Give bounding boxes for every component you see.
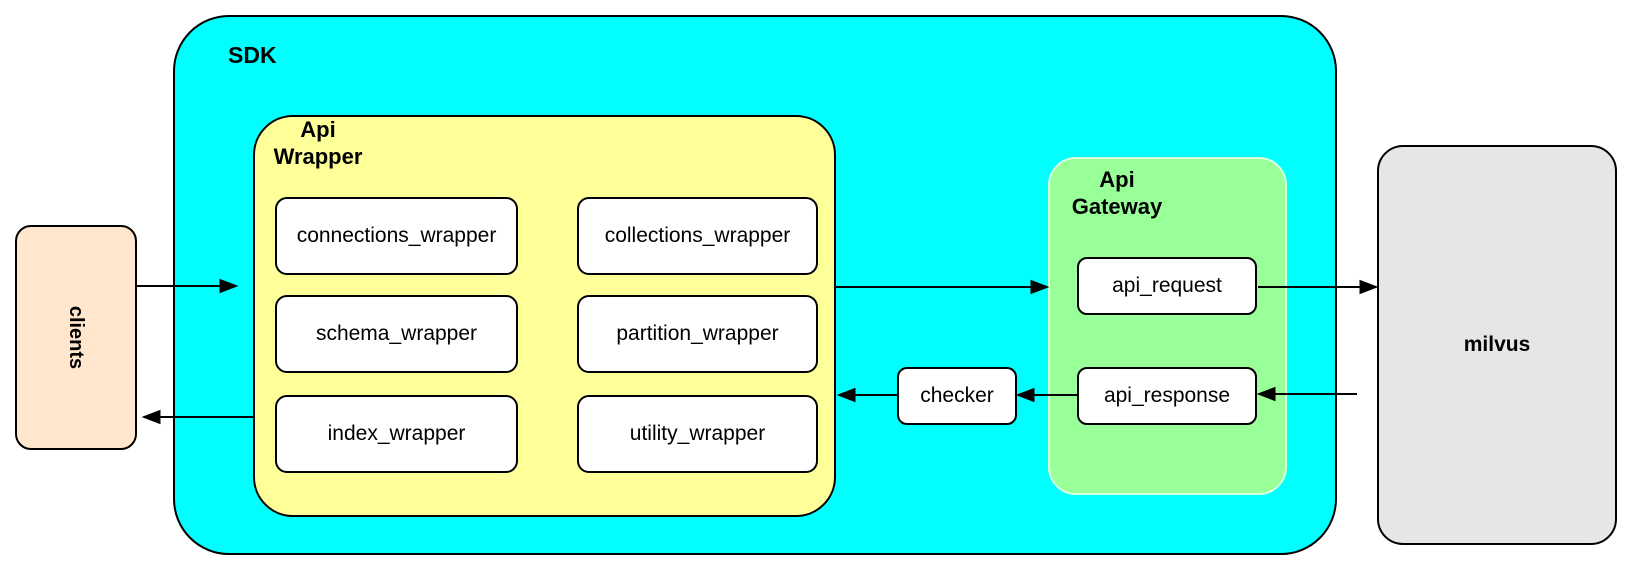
node-label: checker (920, 384, 994, 407)
node-label: api_response (1103, 384, 1231, 407)
node-api-request: api_request (1077, 257, 1257, 315)
node-label: partition_wrapper (616, 322, 779, 345)
clients-label: clients (65, 305, 88, 370)
node-label: connections_wrapper (296, 224, 497, 247)
api-wrapper-label: Api Wrapper (273, 117, 363, 169)
arrow-head (141, 409, 161, 425)
node-api-response: api_response (1077, 367, 1257, 425)
api-gateway-label: Api Gateway (1071, 167, 1163, 219)
node-index-wrapper: index_wrapper (275, 395, 518, 473)
milvus-label: milvus (1463, 333, 1531, 356)
node-collections-wrapper: collections_wrapper (577, 197, 818, 275)
node-checker: checker (897, 367, 1017, 425)
node-partition-wrapper: partition_wrapper (577, 295, 818, 373)
node-label: api_request (1112, 274, 1222, 297)
arrow-head (1359, 279, 1379, 295)
node-schema-wrapper: schema_wrapper (275, 295, 518, 373)
node-utility-wrapper: utility_wrapper (577, 395, 818, 473)
node-label: index_wrapper (327, 422, 466, 445)
api-gateway-container (1048, 157, 1287, 495)
node-label: collections_wrapper (604, 224, 791, 247)
milvus-node: milvus (1377, 145, 1617, 545)
sdk-label: SDK (228, 42, 277, 68)
node-connections-wrapper: connections_wrapper (275, 197, 518, 275)
node-label: utility_wrapper (629, 422, 766, 445)
clients-node: clients (15, 225, 137, 450)
node-label: schema_wrapper (315, 322, 478, 345)
